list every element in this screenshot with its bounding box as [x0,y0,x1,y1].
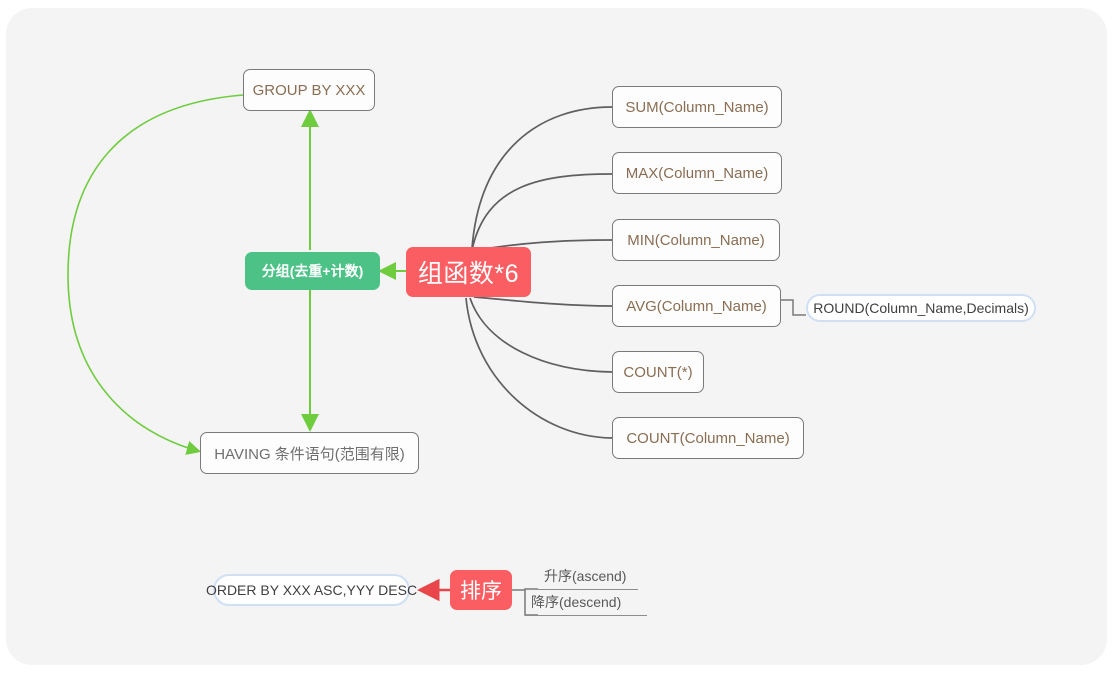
node-root-label: 组函数*6 [417,260,520,288]
node-sum-label: SUM(Column_Name) [625,98,769,116]
node-sort-label: 排序 [460,580,502,603]
node-max[interactable]: MAX(Column_Name) [612,152,782,194]
node-count-star-label: COUNT(*) [623,363,693,381]
node-group-by[interactable]: GROUP BY XXX [243,69,375,111]
node-having-label: HAVING 条件语句(范围有限) [214,445,405,463]
node-group-by-label: GROUP BY XXX [252,81,366,99]
node-round-label: ROUND(Column_Name,Decimals) [813,300,1029,316]
node-round[interactable]: ROUND(Column_Name,Decimals) [806,294,1036,322]
node-count-column[interactable]: COUNT(Column_Name) [612,417,804,459]
node-sum[interactable]: SUM(Column_Name) [612,86,782,128]
node-having[interactable]: HAVING 条件语句(范围有限) [200,432,419,474]
node-order-by-label: ORDER BY XXX ASC,YYY DESC [205,582,418,598]
node-max-label: MAX(Column_Name) [625,164,769,182]
node-ascend[interactable]: 升序(ascend) [538,566,638,590]
node-min[interactable]: MIN(Column_Name) [612,219,780,261]
node-count-column-label: COUNT(Column_Name) [626,429,790,447]
node-count-star[interactable]: COUNT(*) [612,351,704,393]
node-avg[interactable]: AVG(Column_Name) [612,285,781,327]
node-ascend-label: 升序(ascend) [544,568,627,584]
node-avg-label: AVG(Column_Name) [626,297,767,315]
node-min-label: MIN(Column_Name) [627,231,765,249]
node-group[interactable]: 分组(去重+计数) [245,252,380,290]
node-root-aggregate-functions[interactable]: 组函数*6 [406,247,531,297]
node-sort[interactable]: 排序 [450,570,512,610]
node-descend-label: 降序(descend) [531,594,622,610]
node-order-by[interactable]: ORDER BY XXX ASC,YYY DESC [206,574,417,606]
node-descend[interactable]: 降序(descend) [525,592,647,616]
node-group-label: 分组(去重+计数) [261,263,364,279]
